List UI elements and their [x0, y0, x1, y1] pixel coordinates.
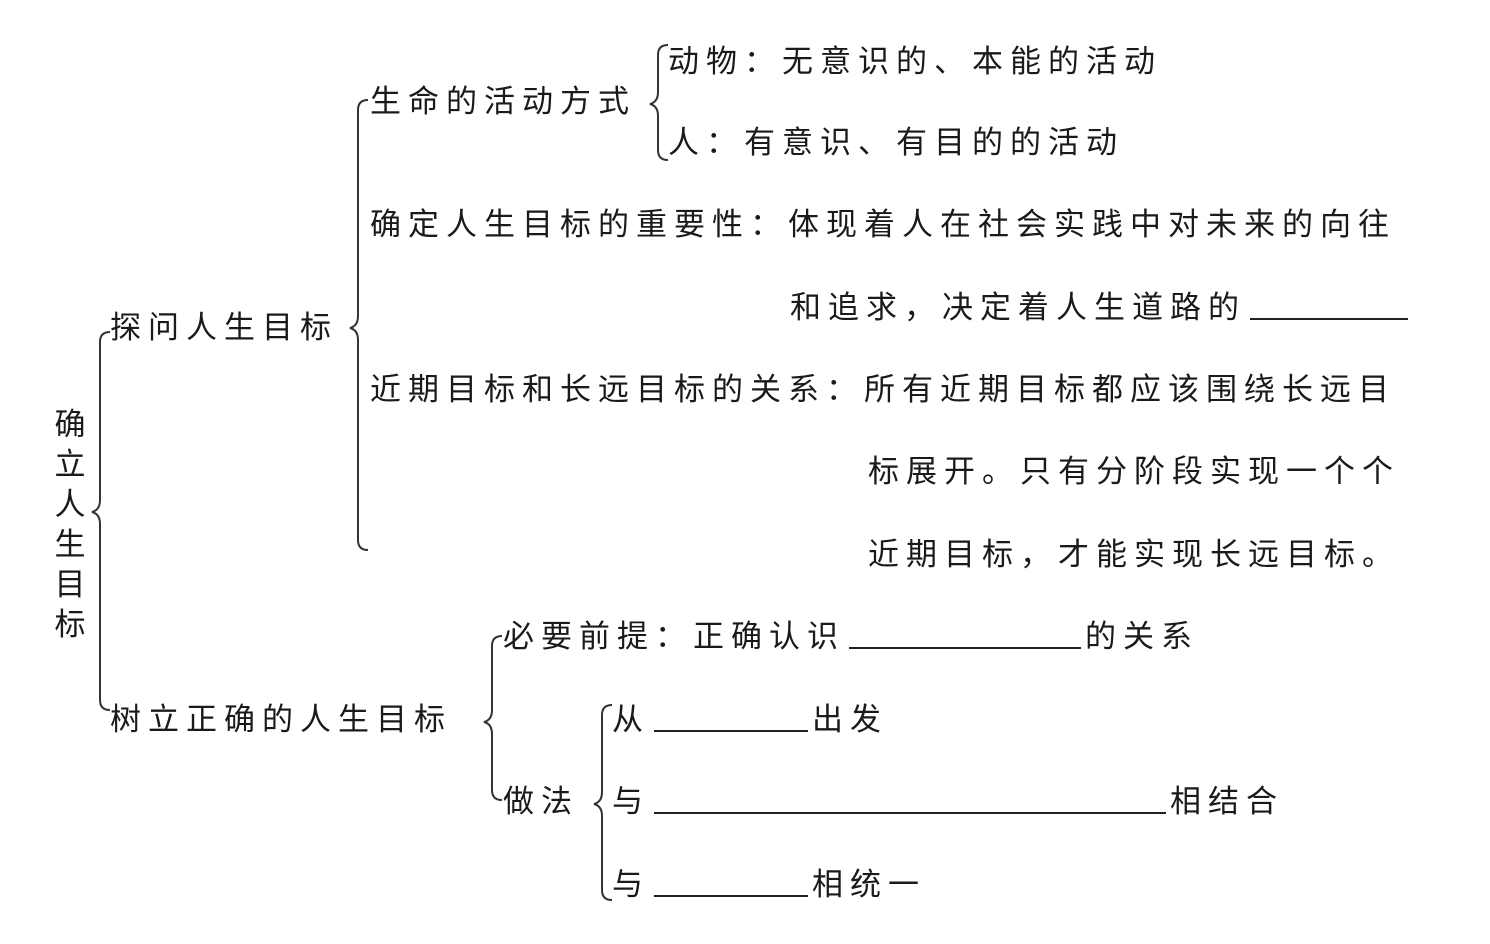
root-char: 立	[54, 447, 86, 483]
method-suffix: 相统一	[812, 867, 926, 903]
importance-line2: 和追求，决定着人生道路的	[790, 288, 1412, 328]
method-label: 做法	[503, 784, 579, 820]
method-suffix: 相结合	[1170, 784, 1284, 820]
brace-branch1	[349, 99, 369, 551]
root-char: 生	[54, 527, 86, 563]
brace-root	[91, 331, 111, 711]
branch2-label: 树立正确的人生目标	[110, 702, 452, 738]
root-char: 标	[54, 607, 86, 643]
premise-prefix: 必要前提：正确认识	[503, 619, 845, 655]
mode-label: 生命的活动方式	[370, 84, 636, 120]
fill-blank[interactable]	[654, 865, 808, 897]
mode-animal: 动物：无意识的、本能的活动	[668, 44, 1162, 80]
brace-mode	[649, 44, 669, 161]
premise: 必要前提：正确认识 的关系	[503, 617, 1199, 657]
fill-blank[interactable]	[654, 700, 808, 732]
relation-line3: 近期目标，才能实现长远目标。	[868, 537, 1400, 573]
method-prefix: 从	[612, 702, 650, 738]
method-item: 与 相统一	[612, 865, 926, 905]
mode-human: 人：有意识、有目的的活动	[668, 125, 1124, 161]
method-item: 从 出发	[612, 700, 888, 740]
method-item: 与 相结合	[612, 782, 1284, 822]
root-char: 确	[54, 407, 86, 443]
brace-branch2	[483, 635, 503, 801]
root-char: 人	[54, 487, 86, 523]
fill-blank[interactable]	[654, 782, 1166, 814]
premise-suffix: 的关系	[1085, 619, 1199, 655]
importance-line1: 确定人生目标的重要性：体现着人在社会实践中对未来的向往	[370, 207, 1396, 243]
relation-line1: 近期目标和长远目标的关系：所有近期目标都应该围绕长远目	[370, 372, 1396, 408]
importance-text: 和追求，决定着人生道路的	[790, 290, 1246, 326]
method-prefix: 与	[612, 784, 650, 820]
relation-line2: 标展开。只有分阶段实现一个个	[868, 454, 1400, 490]
branch1-label: 探问人生目标	[110, 310, 338, 346]
method-suffix: 出发	[812, 702, 888, 738]
fill-blank[interactable]	[1250, 288, 1408, 320]
fill-blank[interactable]	[849, 617, 1081, 649]
brace-method	[593, 704, 613, 901]
root-char: 目	[54, 567, 86, 603]
method-prefix: 与	[612, 867, 650, 903]
